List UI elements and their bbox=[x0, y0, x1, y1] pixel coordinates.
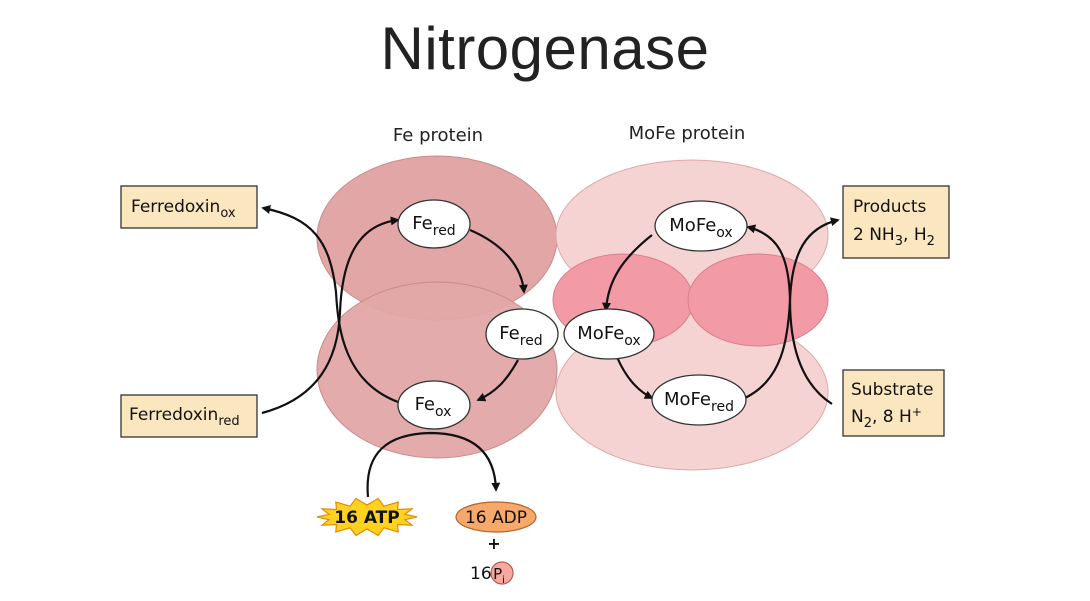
arrow-mofe-ox-top-to-mofe-ox-mid bbox=[601, 234, 653, 312]
svg-text:Pi: Pi bbox=[493, 565, 505, 586]
fe-red-top-node: Fered bbox=[397, 199, 471, 249]
arrow-fe-red-top-to-fe-red-mid bbox=[469, 228, 528, 294]
svg-text:Ferredoxinox: Ferredoxinox bbox=[131, 197, 236, 221]
mofe-ox-mid-node: MoFeox bbox=[563, 308, 655, 360]
fe-ox-node: Feox bbox=[397, 380, 471, 430]
phosphate-group: 16 Pi bbox=[470, 561, 514, 586]
svg-text:Products: Products bbox=[853, 197, 927, 217]
svg-text:Fered: Fered bbox=[412, 213, 455, 239]
atp-starburst: 16 ATP bbox=[316, 497, 418, 537]
svg-text:Substrate: Substrate bbox=[851, 380, 933, 400]
svg-text:N2, 8 H+: N2, 8 H+ bbox=[851, 405, 922, 431]
slide-title: Nitrogenase bbox=[380, 15, 710, 82]
mofe-protein-label: MoFe protein bbox=[629, 123, 746, 144]
arrow-atp-to-adp bbox=[366, 431, 501, 498]
svg-text:MoFered: MoFered bbox=[664, 389, 734, 415]
svg-text:MoFeox: MoFeox bbox=[577, 323, 640, 349]
svg-text:Fered: Fered bbox=[499, 323, 542, 349]
mofe-red-node: MoFered bbox=[651, 374, 747, 426]
fe-protein-label: Fe protein bbox=[393, 125, 483, 146]
svg-text:Feox: Feox bbox=[415, 394, 452, 420]
arrow-mofe-red-to-products bbox=[744, 217, 840, 399]
substrate-box: Substrate N2, 8 H+ bbox=[842, 369, 945, 437]
svg-text:16 ATP: 16 ATP bbox=[334, 508, 399, 528]
ferredoxin-red-box: Ferredoxinred bbox=[120, 394, 258, 438]
plus-sign: + bbox=[487, 534, 500, 553]
mofe-ox-top-node: MoFeox bbox=[654, 200, 748, 252]
products-box: Products 2 NH3, H2 bbox=[842, 185, 950, 259]
arrow-fe-ox-to-ferredoxin-ox bbox=[261, 205, 399, 404]
svg-text:Ferredoxinred: Ferredoxinred bbox=[129, 405, 240, 429]
arrow-mofe-ox-mid-to-mofe-red bbox=[615, 356, 654, 399]
svg-text:2 NH3, H2: 2 NH3, H2 bbox=[853, 225, 935, 249]
ferredoxin-ox-box: Ferredoxinox bbox=[120, 185, 258, 229]
arrow-fe-red-mid-to-fe-ox bbox=[476, 359, 519, 402]
svg-text:16: 16 bbox=[470, 564, 492, 584]
mofe-core-right bbox=[687, 253, 829, 347]
svg-text:MoFeox: MoFeox bbox=[669, 215, 732, 241]
svg-text:16 ADP: 16 ADP bbox=[465, 508, 527, 528]
arrow-ferredoxin-red-to-fe-red bbox=[261, 216, 400, 415]
adp-ellipse: 16 ADP bbox=[455, 501, 537, 533]
fe-red-mid-node: Fered bbox=[485, 308, 559, 360]
